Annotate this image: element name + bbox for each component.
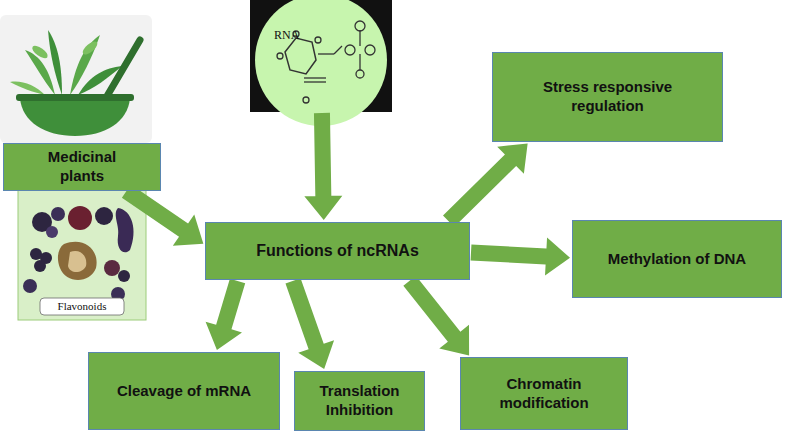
function-box: Cleavage of mRNA [88,352,280,430]
block-arrow [403,276,469,356]
rna-picture [250,0,392,126]
flavonoid-picture [18,190,146,320]
block-arrow [471,238,570,276]
block-arrow [122,184,203,245]
node-text: Medicinal plants [37,148,127,186]
node-text: Stress responsive regulation [523,78,693,116]
central-box: Functions of ncRNAs [205,222,470,280]
image-node: Flavonoids [18,190,146,320]
function-box: Methylation of DNA [572,220,782,298]
image-node: RNA [250,0,392,112]
block-arrow [304,113,342,220]
function-box: Translation Inhibition [294,371,425,431]
node-text: Chromatin modification [474,375,614,413]
block-arrow [206,279,246,350]
process-box: Medicinal plants [3,143,161,191]
mortar-icon [0,15,152,143]
image-caption: RNA [274,28,299,43]
image-caption: Flavonoids [58,300,107,314]
function-box: Chromatin modification [460,357,628,430]
node-text: Functions of ncRNAs [256,241,419,261]
node-text: Methylation of DNA [608,250,746,269]
node-text: Translation Inhibition [305,382,415,420]
block-arrow [285,278,334,369]
node-text: Cleavage of mRNA [117,382,251,401]
function-box: Stress responsive regulation [492,52,723,142]
block-arrow [443,143,528,227]
